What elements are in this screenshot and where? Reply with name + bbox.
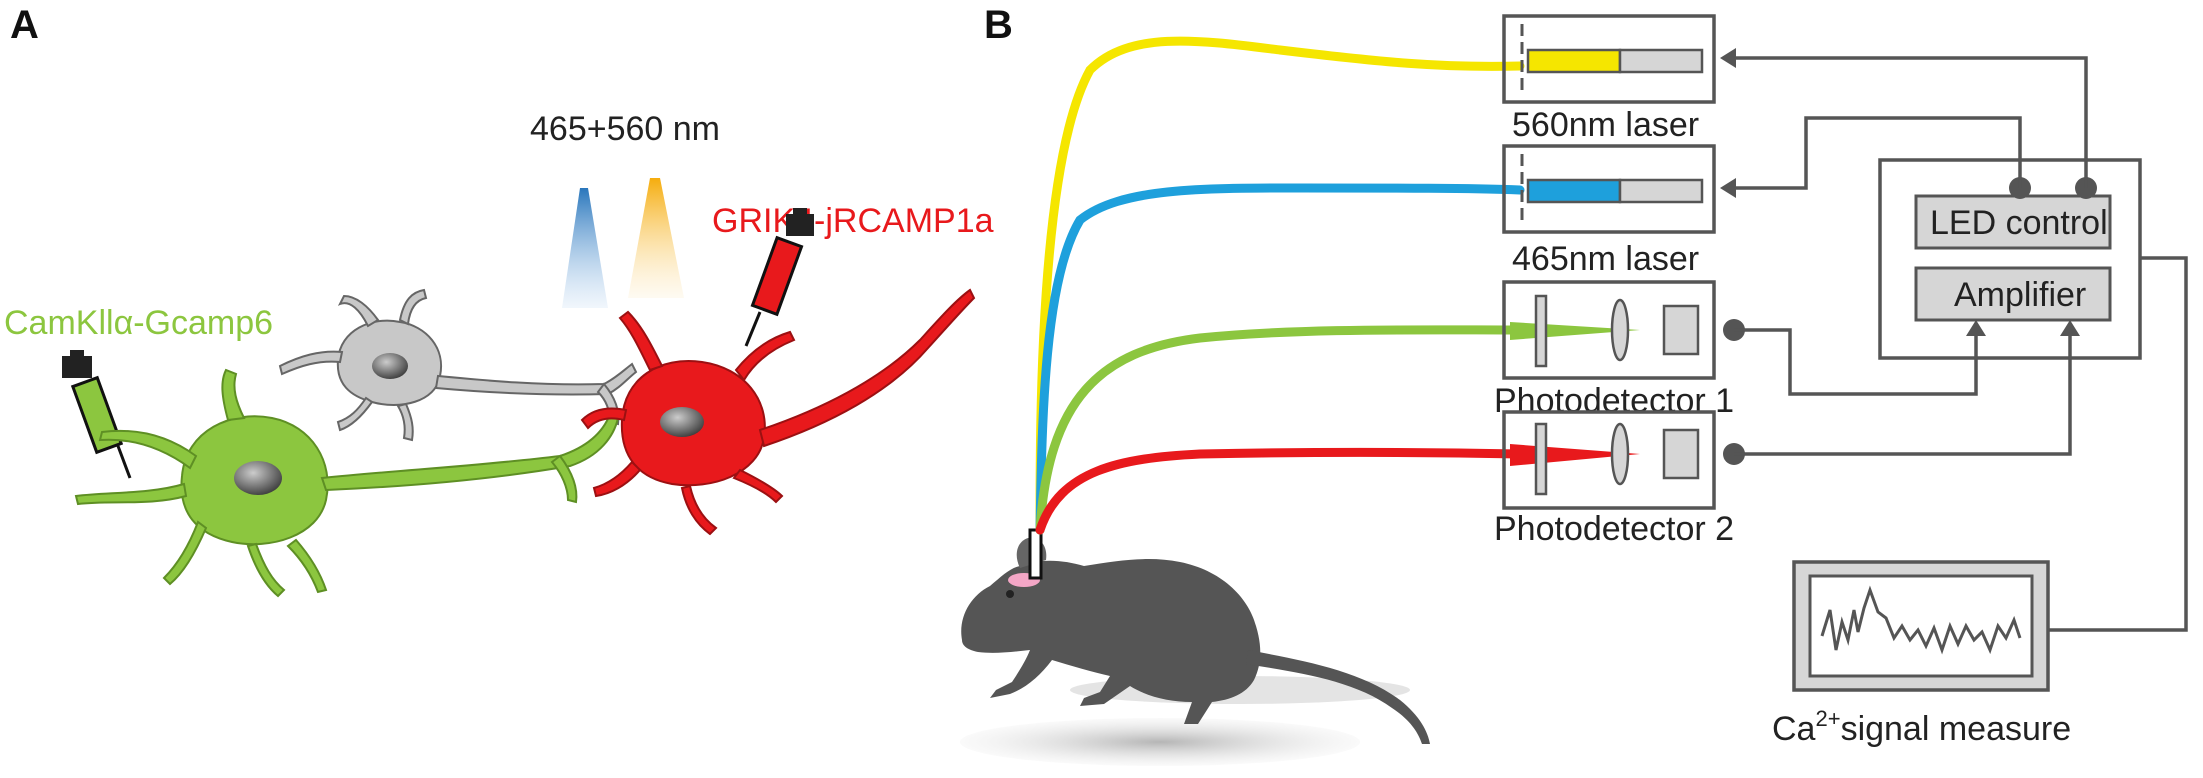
gray-neuron — [278, 288, 638, 442]
photodetector-1-label: Photodetector 1 — [1494, 382, 1734, 420]
laser-465-box — [1502, 144, 1716, 234]
light-beams — [562, 178, 684, 308]
green-construct-label: CamKllα-Gcamp6 — [4, 304, 273, 342]
green-neuron — [74, 368, 620, 598]
fiber-implant — [1008, 528, 1043, 587]
blue-light-beam — [562, 188, 608, 308]
blue-fiber — [1035, 183, 1525, 535]
red-construct-label: GRIK4-jRCAMP1a — [712, 202, 994, 240]
laser-560-box — [1502, 14, 1716, 104]
laser-560-label: 560nm laser — [1512, 106, 1699, 144]
wire-amp-to-monitor — [2048, 256, 2188, 632]
amplifier-label: Amplifier — [1954, 276, 2086, 314]
photodetector-1-box — [1502, 280, 1745, 380]
green-fiber — [1035, 325, 1525, 535]
wire-pd2-to-amp — [1734, 330, 2072, 456]
red-fiber — [1035, 448, 1525, 535]
wire-led-to-560 — [1734, 56, 2088, 188]
photodetector-2-label: Photodetector 2 — [1494, 510, 1734, 548]
yellow-fiber — [1035, 36, 1525, 535]
wire-pd1-to-amp — [1734, 328, 1978, 396]
green-syringe — [62, 350, 132, 479]
led-control-label: LED control — [1930, 204, 2108, 242]
wavelength-label: 465+560 nm — [530, 110, 720, 148]
panel-a-letter: A — [10, 3, 39, 47]
laser-465-label: 465nm laser — [1512, 240, 1699, 278]
signal-measure-label: Ca2+signal measure — [1772, 706, 2071, 748]
wire-led-to-465 — [1734, 116, 2022, 190]
wiring — [1720, 48, 2188, 632]
yellow-light-beam — [628, 178, 684, 298]
red-syringe — [744, 208, 814, 347]
signal-monitor — [1792, 560, 2050, 692]
calcium-trace — [1820, 585, 2022, 655]
panel-b-letter: B — [984, 3, 1013, 47]
mouse-shadow — [960, 718, 1360, 766]
red-neuron — [580, 288, 976, 536]
photodetector-2-box — [1502, 410, 1745, 510]
optical-fibers — [1035, 36, 1525, 535]
controller-box — [1878, 158, 2142, 360]
